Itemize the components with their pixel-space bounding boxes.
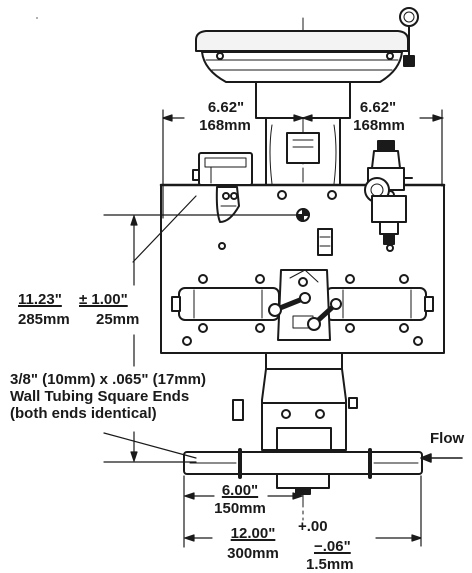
center-target-icon [296,208,310,222]
tubing-note-line1: 3/8" (10mm) x .065" (17mm) [10,371,206,388]
height-inches: 11.23" [18,291,62,308]
half-length-mm: 150mm [214,500,266,517]
overall-length-tol-minus-mm: 1.5mm [306,556,354,573]
overall-length-inches: 12.00" [230,525,276,542]
left-width-mm: 168mm [199,117,251,134]
half-length-inches: 6.00" [221,482,259,499]
flow-arrow-icon [420,453,463,463]
dim-overall-length [184,475,422,547]
dim-top-width [162,109,444,219]
actuator-housing [195,7,419,83]
height-tolerance-mm: 25mm [96,311,140,328]
right-width-mm: 168mm [353,117,405,134]
height-mm: 285mm [18,311,70,328]
tubing-note-line3: (both ends identical) [10,405,157,422]
dim-half-length [183,475,303,548]
height-tolerance-inches: ± 1.00" [79,291,128,308]
position-switch [317,228,333,256]
filter-regulator [364,140,413,245]
left-width-inches: 6.62" [207,99,245,116]
actuator-yoke [255,81,351,187]
top-lug-ring [399,7,419,27]
overall-length-tol-plus: +.00 [298,518,328,535]
right-width-inches: 6.62" [359,99,397,116]
tubing-note-leaders [103,195,197,459]
valve-body [183,448,423,495]
solenoid-junction-box [192,152,253,223]
tubing-note-line2: Wall Tubing Square Ends [10,388,190,405]
center-linkage [268,269,342,341]
bonnet-housing [232,352,358,451]
flow-label: Flow [430,430,465,447]
overall-length-mm: 300mm [227,545,279,562]
right-cylinder [325,274,434,333]
dim-height [103,214,297,463]
nameplate [286,132,320,164]
overall-length-tol-minus: −.06" [314,538,351,555]
left-cylinder [171,274,280,333]
